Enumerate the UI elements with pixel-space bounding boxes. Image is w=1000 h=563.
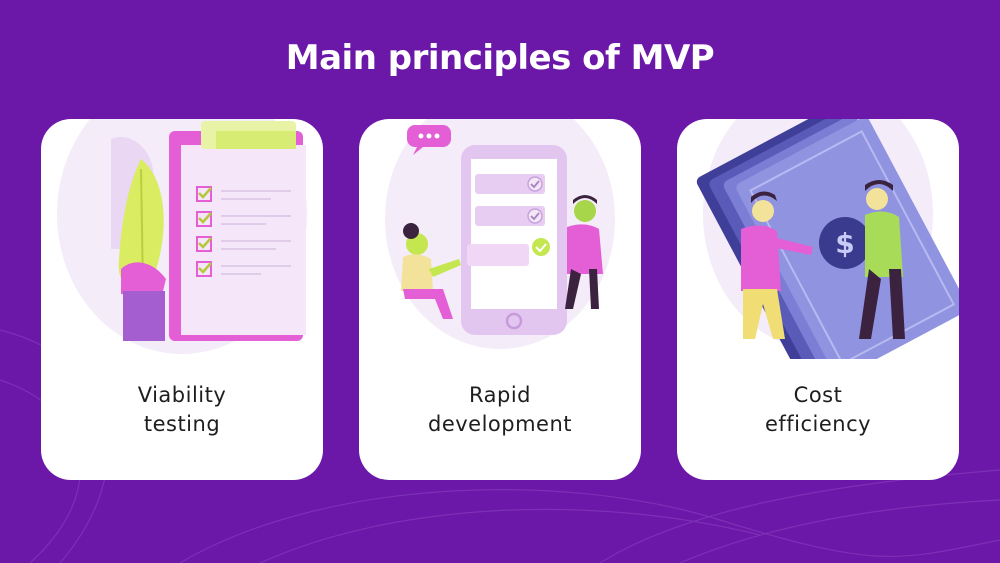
card-label-line2: development — [427, 412, 573, 436]
clipboard-checklist-icon — [57, 119, 307, 354]
card-label-line2: testing — [143, 412, 221, 436]
card-label-line1: Viability — [137, 383, 227, 407]
card-rapid-development: Rapid development — [359, 119, 641, 480]
card-viability-testing: Viability testing — [41, 119, 323, 480]
card-label-line2: efficiency — [764, 412, 872, 436]
smartphone-development-icon — [385, 119, 615, 349]
svg-text:$: $ — [835, 227, 854, 260]
card-label-line1: Rapid — [469, 383, 531, 407]
card-cost-efficiency: $ Cost efficiency — [677, 119, 959, 480]
money-dollar-icon: $ — [696, 119, 959, 359]
card-label-line1: Cost — [793, 383, 843, 407]
page-title: Main principles of MVP — [285, 38, 715, 78]
